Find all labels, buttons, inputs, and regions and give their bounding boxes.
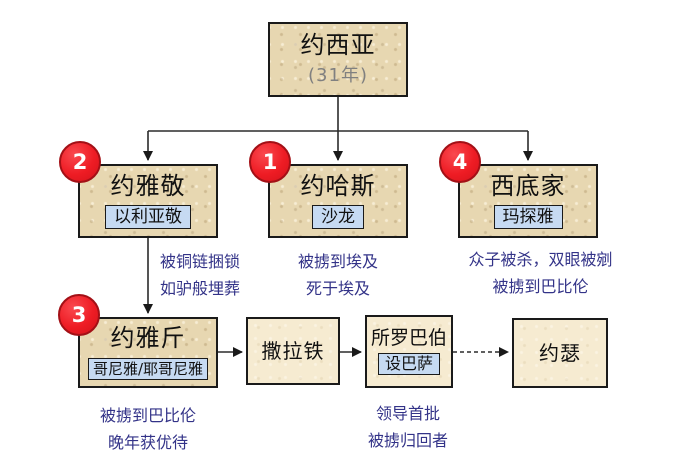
note-jehoahaz: 被掳到埃及 死于埃及: [268, 248, 408, 302]
note-jehoahaz-line2: 死于埃及: [305, 279, 370, 298]
note-zedekiah: 众子被杀，双眼被剜 被掳到巴比伦: [448, 246, 633, 300]
node-jehoiakim-title: 约雅敬: [110, 171, 186, 200]
node-zedekiah-title: 西底家: [490, 171, 566, 200]
node-jehoiakim-alt-name: 以利亚敬: [105, 205, 191, 230]
node-josiah-title: 约西亚: [300, 30, 376, 59]
badge-4: 4: [439, 141, 481, 183]
badge-2: 2: [59, 141, 101, 183]
node-josiah: 约西亚 (31年): [268, 22, 408, 97]
node-zedekiah-alt-name: 玛探雅: [493, 205, 563, 230]
badge-2-number: 2: [72, 150, 88, 174]
note-zerubbabel: 领导首批 被掳归回者: [338, 400, 478, 454]
badge-1-number: 1: [262, 150, 278, 174]
note-jehoiakim-line2: 如驴般埋葬: [159, 279, 240, 298]
badge-3: 3: [58, 294, 100, 336]
note-jehoiachin: 被掳到巴比伦 晚年获优待: [78, 402, 218, 456]
node-joseph-title: 约瑟: [539, 340, 581, 365]
node-josiah-years: (31年): [308, 65, 368, 87]
node-zerubbabel: 所罗巴伯 设巴萨: [365, 315, 453, 388]
note-jehoiachin-line1: 被掳到巴比伦: [99, 406, 196, 425]
node-jehoahaz: 约哈斯 沙龙: [268, 164, 408, 238]
node-zerubbabel-alt-name: 设巴萨: [377, 353, 440, 375]
note-zerubbabel-line1: 领导首批: [375, 404, 440, 423]
badge-4-number: 4: [452, 150, 468, 174]
node-shealtiel: 撒拉铁: [246, 317, 340, 385]
badge-3-number: 3: [71, 303, 87, 327]
node-zerubbabel-title: 所罗巴伯: [370, 327, 447, 350]
note-jehoahaz-line1: 被掳到埃及: [297, 252, 378, 271]
note-jehoiachin-line2: 晚年获优待: [107, 433, 188, 452]
node-shealtiel-title: 撒拉铁: [261, 338, 325, 363]
note-zedekiah-line2: 被掳到巴比伦: [492, 277, 589, 296]
note-jehoiakim: 被铜链捆锁 如驴般埋葬: [130, 248, 270, 302]
node-jehoiakim: 约雅敬 以利亚敬: [78, 164, 218, 238]
node-jehoahaz-alt-name: 沙龙: [312, 205, 364, 230]
node-zedekiah: 西底家 玛探雅: [458, 164, 598, 238]
node-jehoiachin-title: 约雅斤: [110, 324, 186, 353]
node-jehoiachin: 约雅斤 哥尼雅/耶哥尼雅: [78, 317, 218, 388]
node-jehoiachin-alt-name: 哥尼雅/耶哥尼雅: [87, 357, 209, 380]
badge-1: 1: [249, 141, 291, 183]
note-zedekiah-line1: 众子被杀，双眼被剜: [468, 250, 613, 269]
note-zerubbabel-line2: 被掳归回者: [367, 431, 448, 450]
node-jehoahaz-title: 约哈斯: [300, 171, 376, 200]
note-jehoiakim-line1: 被铜链捆锁: [159, 252, 240, 271]
node-joseph: 约瑟: [512, 318, 608, 388]
